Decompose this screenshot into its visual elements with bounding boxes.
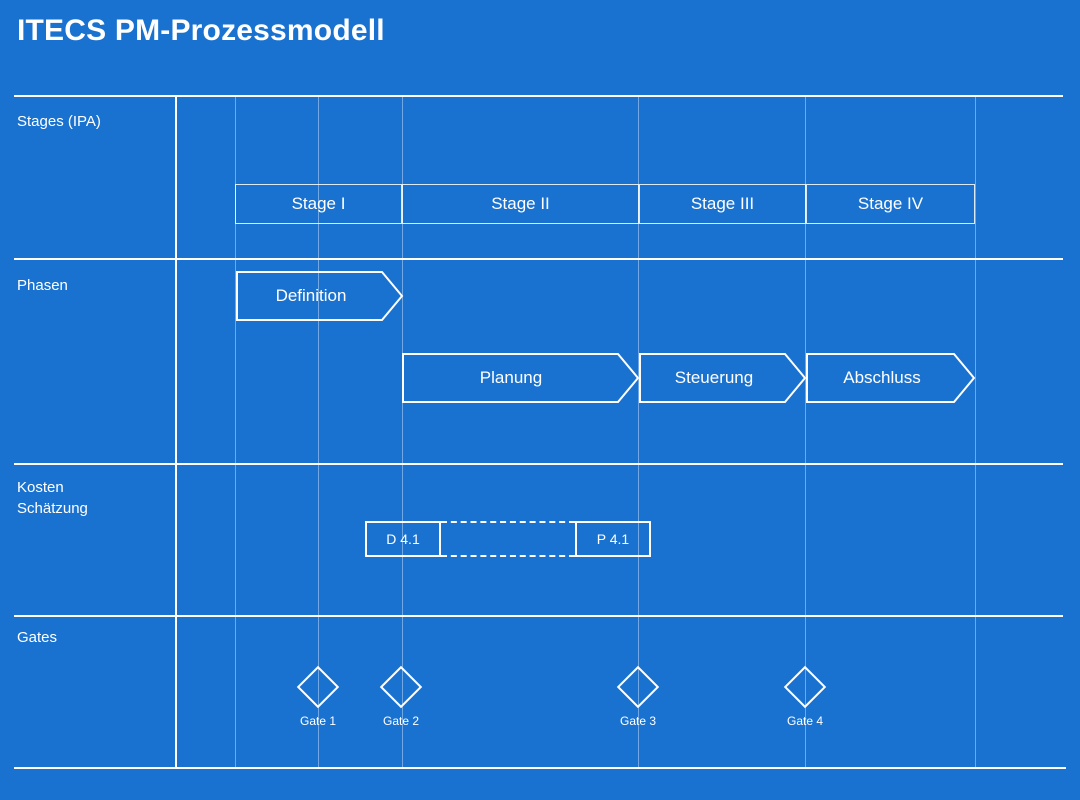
stage-box-2[interactable]: Stage II [402, 184, 639, 224]
gridline-gate1 [318, 95, 319, 768]
row-separator-kosten [14, 463, 1063, 465]
cost-box-start[interactable]: D 4.1 [365, 521, 441, 557]
row-label-gates: Gates [17, 629, 58, 646]
gridline-stage2-start [402, 95, 403, 768]
phase-chevron-planung[interactable]: Planung [402, 353, 640, 403]
stage-box-4[interactable]: Stage IV [806, 184, 975, 224]
row-label-stages: Stages (IPA) [17, 113, 101, 130]
row-separator-phasen [14, 258, 1063, 260]
phase-chevron-steuerung[interactable]: Steuerung [639, 353, 807, 403]
chevron-shape-definition [236, 271, 404, 321]
row-label-kosten: Kosten Schätzung [17, 479, 88, 517]
chevron-shape-steuerung [639, 353, 807, 403]
cost-connector-dashed [441, 521, 575, 557]
gate-marker-4[interactable]: Gate 4 [770, 665, 840, 728]
diamond-icon [379, 665, 423, 709]
phase-chevron-definition[interactable]: Definition [236, 271, 404, 321]
phase-label-planung: Planung [479, 368, 543, 387]
stage-box-3[interactable]: Stage III [639, 184, 806, 224]
row-separator-gates [14, 615, 1063, 617]
gate-label-4: Gate 4 [786, 714, 824, 728]
gate-marker-3[interactable]: Gate 3 [603, 665, 673, 728]
phase-chevron-abschluss[interactable]: Abschluss [806, 353, 976, 403]
stage-box-1[interactable]: Stage I [235, 184, 402, 224]
row-separator-top [14, 95, 1063, 97]
diamond-icon [296, 665, 340, 709]
chevron-shape-abschluss [806, 353, 976, 403]
gate-marker-1[interactable]: Gate 1 [283, 665, 353, 728]
page-title: ITECS PM-Prozessmodell [17, 14, 385, 47]
row-separator-bottom [14, 767, 1066, 769]
label-column-divider [175, 95, 177, 768]
phase-label-steuerung: Steuerung [674, 368, 754, 387]
gridline-stage4-end [975, 95, 976, 768]
gate-label-1: Gate 1 [299, 714, 337, 728]
phase-label-definition: Definition [275, 286, 347, 305]
cost-box-end[interactable]: P 4.1 [575, 521, 651, 557]
gridline-stage1-start [235, 95, 236, 768]
gridline-stage3-start [638, 95, 639, 768]
diamond-icon [616, 665, 660, 709]
diamond-icon [783, 665, 827, 709]
row-label-phasen: Phasen [17, 277, 68, 294]
gate-marker-2[interactable]: Gate 2 [366, 665, 436, 728]
gridline-stage4-start [805, 95, 806, 768]
gate-label-3: Gate 3 [619, 714, 657, 728]
gate-label-2: Gate 2 [382, 714, 420, 728]
chevron-shape-planung [402, 353, 640, 403]
phase-label-abschluss: Abschluss [843, 368, 921, 387]
